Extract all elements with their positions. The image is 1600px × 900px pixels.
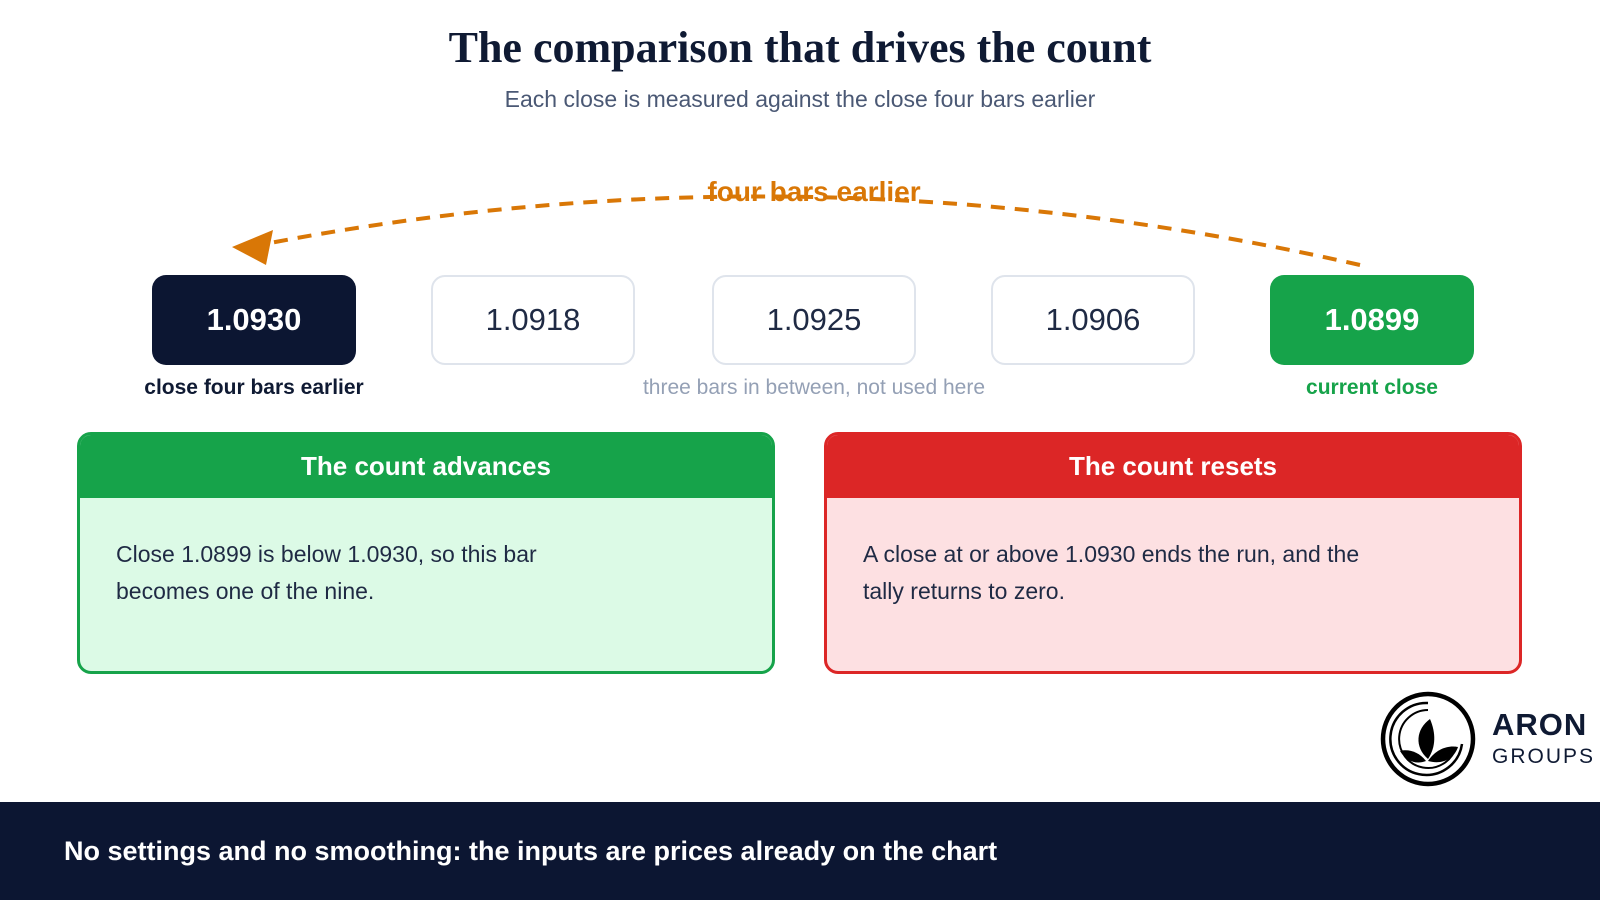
caption-anchor: close four bars earlier xyxy=(144,376,364,399)
caption-current: current close xyxy=(1306,376,1438,399)
bar-value-middle-3: 1.0906 xyxy=(991,275,1195,365)
footer-banner: No settings and no smoothing: the inputs… xyxy=(0,802,1600,900)
count-advances-title: The count advances xyxy=(80,435,772,498)
count-resets-title: The count resets xyxy=(827,435,1519,498)
caption-middle: three bars in between, not used here xyxy=(642,376,986,399)
arrowhead-icon xyxy=(232,230,273,265)
count-resets-body: A close at or above 1.0930 ends the run,… xyxy=(863,541,1360,604)
footer-text: No settings and no smoothing: the inputs… xyxy=(64,835,998,866)
page-subtitle: Each close is measured against the close… xyxy=(504,86,1096,112)
bar-value-middle-1: 1.0918 xyxy=(431,275,635,365)
bar-value-middle-2: 1.0925 xyxy=(712,275,916,365)
page-title: The comparison that drives the count xyxy=(448,23,1152,72)
arc-path xyxy=(269,194,1361,267)
count-advances-card: The count advances Close 1.0899 is below… xyxy=(77,432,775,674)
leaf-icon xyxy=(1380,691,1476,787)
count-resets-card: The count resets A close at or above 1.0… xyxy=(824,432,1522,674)
logo-name: ARON xyxy=(1492,707,1588,742)
count-advances-body: Close 1.0899 is below 1.0930, so this ba… xyxy=(116,541,537,604)
arc-label: four bars earlier xyxy=(707,176,921,207)
bar-value-anchor: 1.0930 xyxy=(152,275,356,365)
brand-logo: ARON GROUPS xyxy=(1378,689,1600,789)
arc-arrow xyxy=(232,194,1361,267)
logo-sub: GROUPS xyxy=(1492,745,1596,768)
bar-value-current: 1.0899 xyxy=(1270,275,1474,365)
